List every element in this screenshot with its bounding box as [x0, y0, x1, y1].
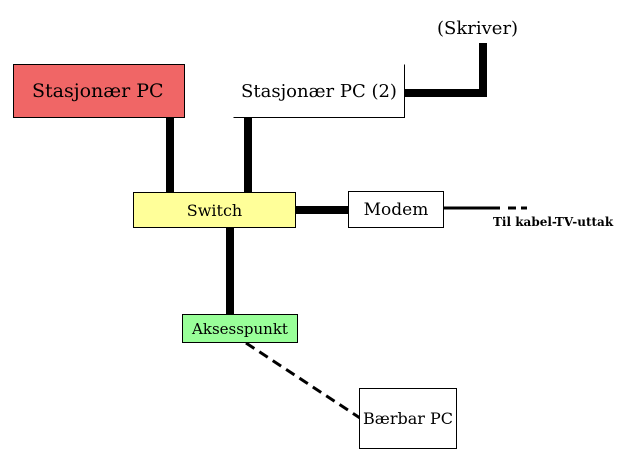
- node-modem-label: Modem: [363, 199, 429, 220]
- node-aksesspunkt: Aksesspunkt: [182, 314, 298, 343]
- node-aksesspunkt-label: Aksesspunkt: [192, 319, 288, 338]
- link-aksesspunkt-baerbar-pc: [245, 341, 361, 420]
- node-skriver-label: (Skriver): [437, 18, 519, 39]
- node-switch: Switch: [133, 192, 296, 228]
- node-stasjonaer-pc-label: Stasjonær PC: [32, 80, 164, 102]
- node-switch-label: Switch: [186, 200, 243, 220]
- node-baerbar-pc-label: Bærbar PC: [363, 409, 453, 428]
- node-stasjonaer-pc-2: Stasjonær PC (2): [233, 64, 405, 118]
- node-kabel-tv-label: Til kabel-TV-uttak: [493, 215, 614, 229]
- node-stasjonaer-pc: Stasjonær PC: [13, 64, 185, 118]
- node-baerbar-pc: Bærbar PC: [359, 388, 457, 449]
- node-modem: Modem: [348, 191, 444, 228]
- node-stasjonaer-pc-2-label: Stasjonær PC (2): [241, 80, 397, 102]
- link-stasjonaer-pc-2-skriver: [405, 43, 487, 97]
